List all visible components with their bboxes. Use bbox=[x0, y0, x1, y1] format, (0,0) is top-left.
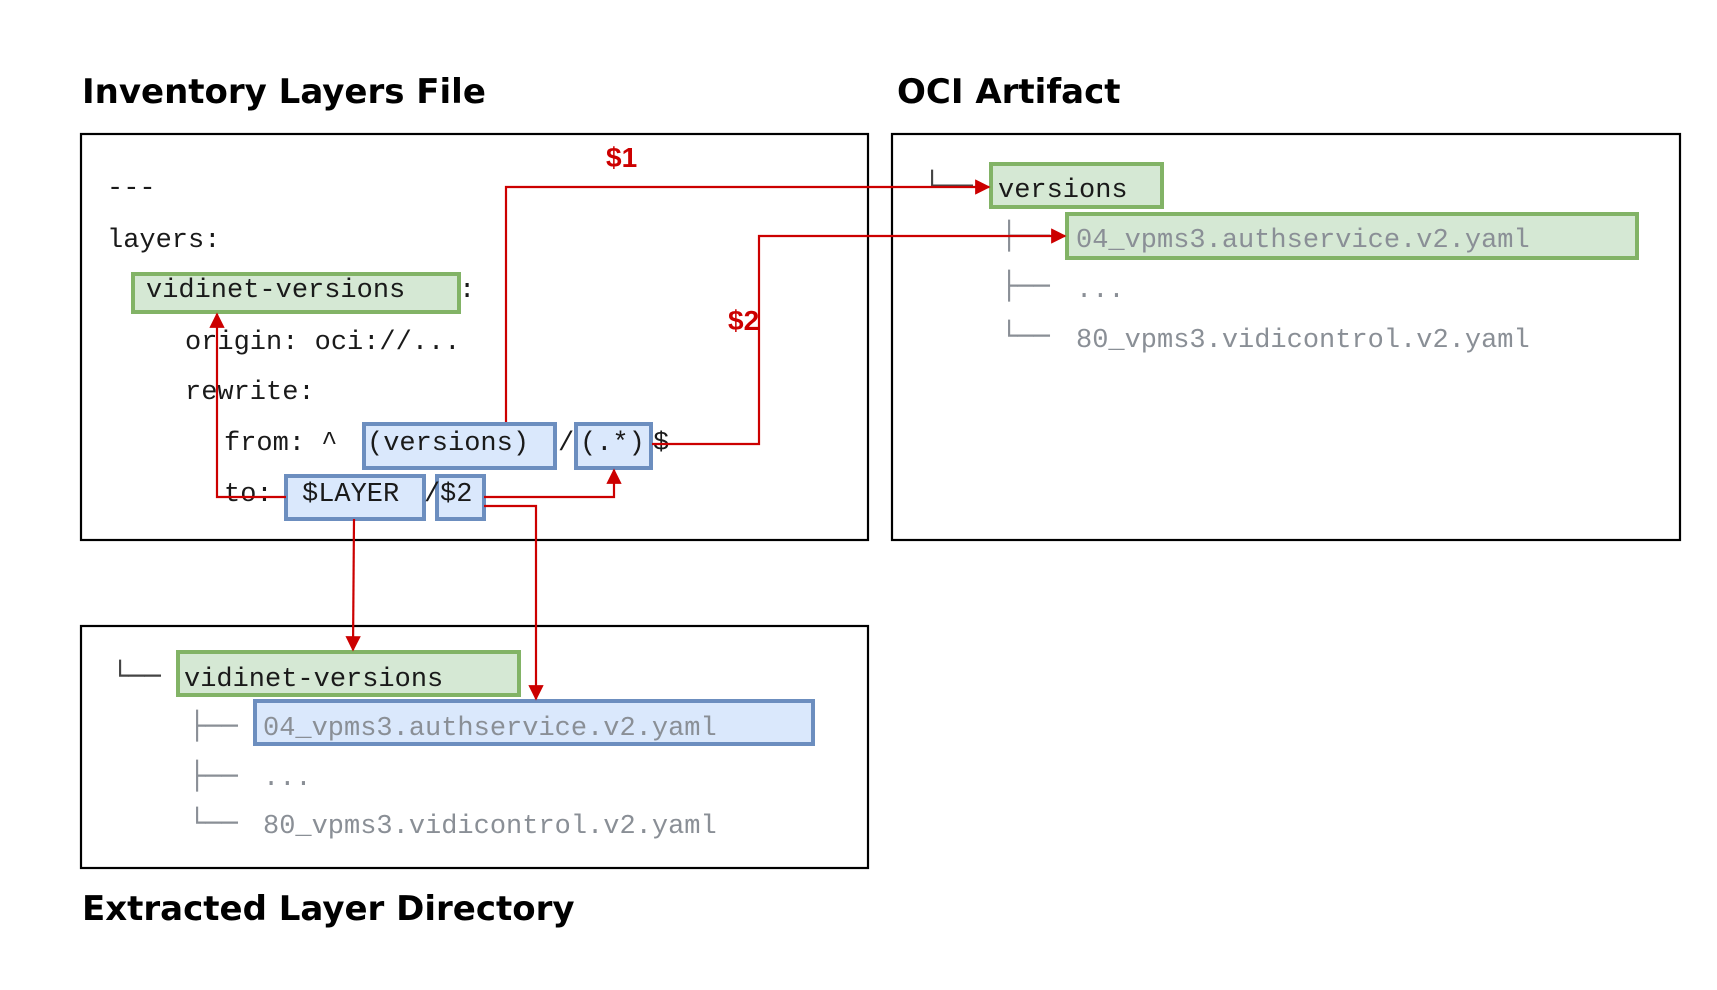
extracted-item2-branch: ├── bbox=[189, 759, 239, 792]
arrow-ref-to-file bbox=[484, 504, 544, 701]
yaml-to-slash: / bbox=[424, 480, 440, 510]
label-group1: $1 bbox=[606, 142, 637, 173]
yaml-from-group2: (.*) bbox=[580, 429, 645, 459]
yaml-to-prefix: to: bbox=[224, 480, 273, 510]
extracted-title: Extracted Layer Directory bbox=[82, 889, 575, 929]
oci-title: OCI Artifact bbox=[897, 72, 1120, 112]
arrow-layer-to-dir bbox=[345, 518, 361, 652]
extracted-item3-branch: └── bbox=[189, 806, 239, 839]
oci-item2-branch: ├── bbox=[1001, 269, 1051, 302]
oci-root-branch: └── bbox=[924, 169, 974, 202]
inventory-panel bbox=[79, 132, 870, 542]
oci-item3-branch: └── bbox=[1001, 319, 1051, 352]
yaml-rewrite: rewrite: bbox=[185, 378, 315, 408]
yaml-layer-colon: : bbox=[459, 276, 475, 306]
oci-item1-file: 04_vpms3.authservice.v2.yaml bbox=[1076, 226, 1530, 256]
yaml-origin: origin: oci://... bbox=[185, 328, 460, 358]
inventory-title: Inventory Layers File bbox=[82, 72, 486, 112]
extracted-item3-file: 80_vpms3.vidicontrol.v2.yaml bbox=[263, 812, 717, 842]
oci-panel bbox=[890, 132, 1682, 542]
yaml-separator: --- bbox=[107, 174, 156, 204]
extracted-item2-ellipsis: ... bbox=[263, 764, 312, 794]
arrow-group1-to-versions bbox=[504, 179, 991, 422]
arrow-layer-to-name bbox=[209, 312, 286, 499]
extracted-item1-highlight bbox=[253, 699, 815, 746]
extracted-item1-file: 04_vpms3.authservice.v2.yaml bbox=[263, 714, 717, 744]
oci-root-highlight bbox=[989, 162, 1164, 209]
oci-item2-ellipsis: ... bbox=[1076, 276, 1125, 306]
label-group2: $2 bbox=[728, 305, 759, 336]
yaml-from-group1: (versions) bbox=[367, 429, 529, 459]
extracted-root-folder: vidinet-versions bbox=[184, 665, 443, 695]
yaml-layer-name: vidinet-versions bbox=[146, 276, 405, 306]
extracted-root-branch: └── bbox=[112, 659, 162, 692]
layer-name-highlight bbox=[131, 272, 461, 314]
arrow-group2-to-file bbox=[652, 228, 1067, 446]
extracted-item1-branch: ├── bbox=[189, 709, 239, 742]
arrow-ref-to-group2 bbox=[484, 468, 622, 499]
yaml-from-prefix: from: ^ bbox=[224, 429, 337, 459]
yaml-layers-key: layers: bbox=[107, 226, 220, 256]
extracted-panel bbox=[79, 624, 870, 870]
oci-item3-file: 80_vpms3.vidicontrol.v2.yaml bbox=[1076, 326, 1530, 356]
extracted-root-highlight bbox=[176, 650, 521, 697]
from-group2-highlight bbox=[574, 422, 653, 470]
yaml-from-slash: / bbox=[558, 429, 574, 459]
oci-root-folder: versions bbox=[998, 176, 1128, 206]
oci-item1-highlight bbox=[1065, 212, 1639, 260]
yaml-to-ref: $2 bbox=[440, 480, 472, 510]
yaml-to-layer: $LAYER bbox=[302, 480, 399, 510]
from-group1-highlight bbox=[362, 422, 557, 470]
